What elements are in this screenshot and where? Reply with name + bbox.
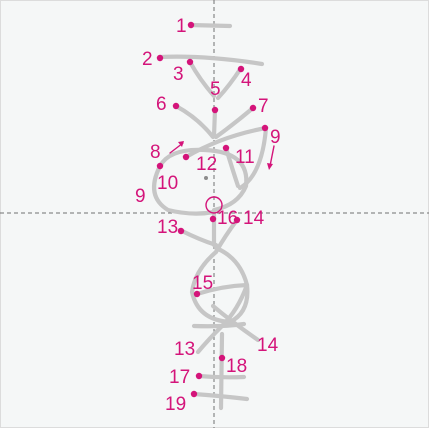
marker-8 (182, 153, 190, 161)
marker-7 (249, 104, 257, 112)
stroke-number: 13 (174, 339, 195, 360)
arrow-9-icon (269, 145, 275, 167)
stroke-number: 10 (157, 173, 178, 194)
stroke-number: 2 (142, 49, 153, 70)
marker-18 (218, 354, 226, 362)
stroke-number: 12 (196, 154, 217, 175)
stroke-number: 19 (165, 394, 186, 415)
stroke-number: 15 (192, 273, 213, 294)
marker-10 (156, 162, 164, 170)
stroke-9b (151, 163, 217, 216)
stroke-5 (211, 107, 218, 139)
stroke-11 (223, 145, 241, 189)
marker-3 (186, 58, 194, 66)
stroke-15b (194, 282, 250, 297)
stroke-9a (237, 125, 269, 191)
stroke-number: 4 (241, 70, 252, 91)
stroke-number: 8 (150, 142, 161, 163)
stroke-number: 11 (235, 147, 255, 168)
marker-14 (233, 216, 241, 224)
stroke-14b (210, 303, 261, 343)
stroke-8 (183, 125, 269, 160)
stroke-number: 18 (226, 356, 247, 377)
marker-17 (195, 372, 203, 380)
stroke-number: 5 (210, 79, 221, 100)
marker-6 (172, 102, 180, 110)
stroke-19 (191, 391, 250, 402)
marker-9a (261, 124, 269, 132)
stroke-numbers: 1 2 3 4 5 6 7 8 9 9 10 11 12 13 13 14 14… (135, 16, 281, 415)
stroke-number: 14 (257, 335, 279, 356)
stroke-number: 14 (243, 208, 265, 229)
stroke-number: 9 (270, 127, 281, 148)
arrow-8-head-icon (178, 141, 184, 147)
stroke-number: 13 (157, 217, 178, 238)
marker-16 (209, 215, 217, 223)
marker-15 (193, 290, 201, 298)
stroke-10 (157, 147, 249, 213)
marker-1 (187, 21, 195, 29)
arrow-9-head-icon (267, 163, 273, 170)
marker-13 (177, 227, 185, 235)
stroke-2 (157, 54, 265, 67)
stroke-1 (187, 22, 233, 29)
marker-11 (222, 144, 230, 152)
stroke-number: 16 (217, 208, 238, 229)
start-markers (156, 21, 269, 398)
marker-19 (190, 390, 198, 398)
stroke-number: 7 (258, 96, 269, 117)
marker-2 (156, 54, 164, 62)
stroke-number: 9 (135, 186, 146, 207)
stroke-6 (173, 103, 216, 140)
stroke-number: 3 (173, 64, 184, 85)
stroke-start-circle (205, 196, 223, 214)
marker-4 (237, 65, 245, 73)
stroke-crossbar (191, 321, 247, 329)
stroke-17 (196, 373, 247, 380)
stroke-number: 6 (156, 94, 167, 115)
stroke-7 (213, 105, 256, 140)
stroke-number: 1 (176, 16, 187, 37)
center-point (204, 176, 208, 180)
stroke-number: 17 (169, 367, 190, 388)
marker-5 (211, 106, 219, 114)
stroke-3 (187, 59, 217, 99)
